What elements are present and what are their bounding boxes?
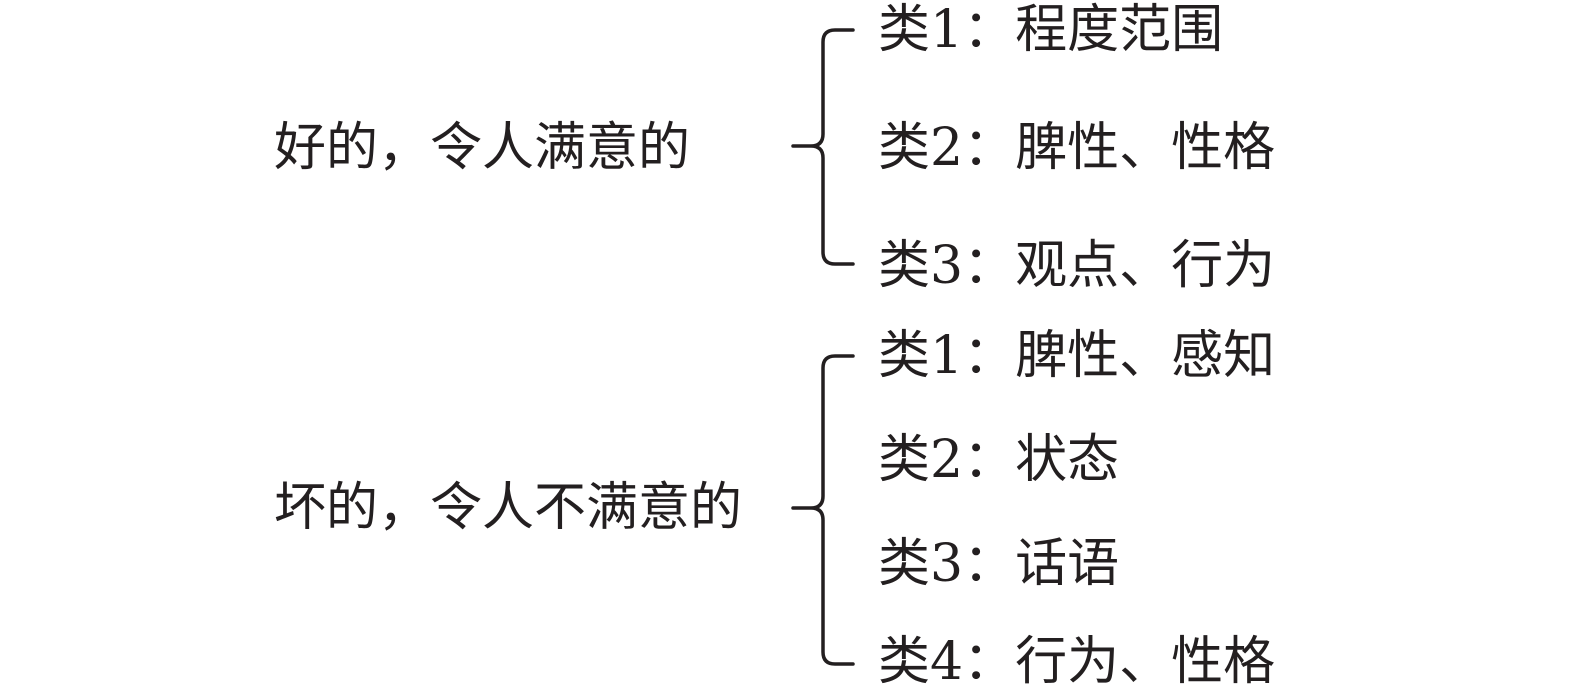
category-item: 类2：脾性、性格 <box>878 118 1276 178</box>
category-item: 类1：程度范围 <box>878 0 1224 60</box>
category-item: 类4：行为、性格 <box>878 632 1276 692</box>
brace-bad <box>791 354 855 666</box>
category-item: 类2：状态 <box>878 430 1120 490</box>
group-label-good: 好的，令人满意的 <box>274 118 691 178</box>
group-label-bad: 坏的，令人不满意的 <box>274 478 743 538</box>
brace-good <box>791 28 855 266</box>
category-item: 类1：脾性、感知 <box>878 326 1276 386</box>
category-item: 类3：观点、行为 <box>878 236 1276 296</box>
category-item: 类3：话语 <box>878 534 1120 594</box>
